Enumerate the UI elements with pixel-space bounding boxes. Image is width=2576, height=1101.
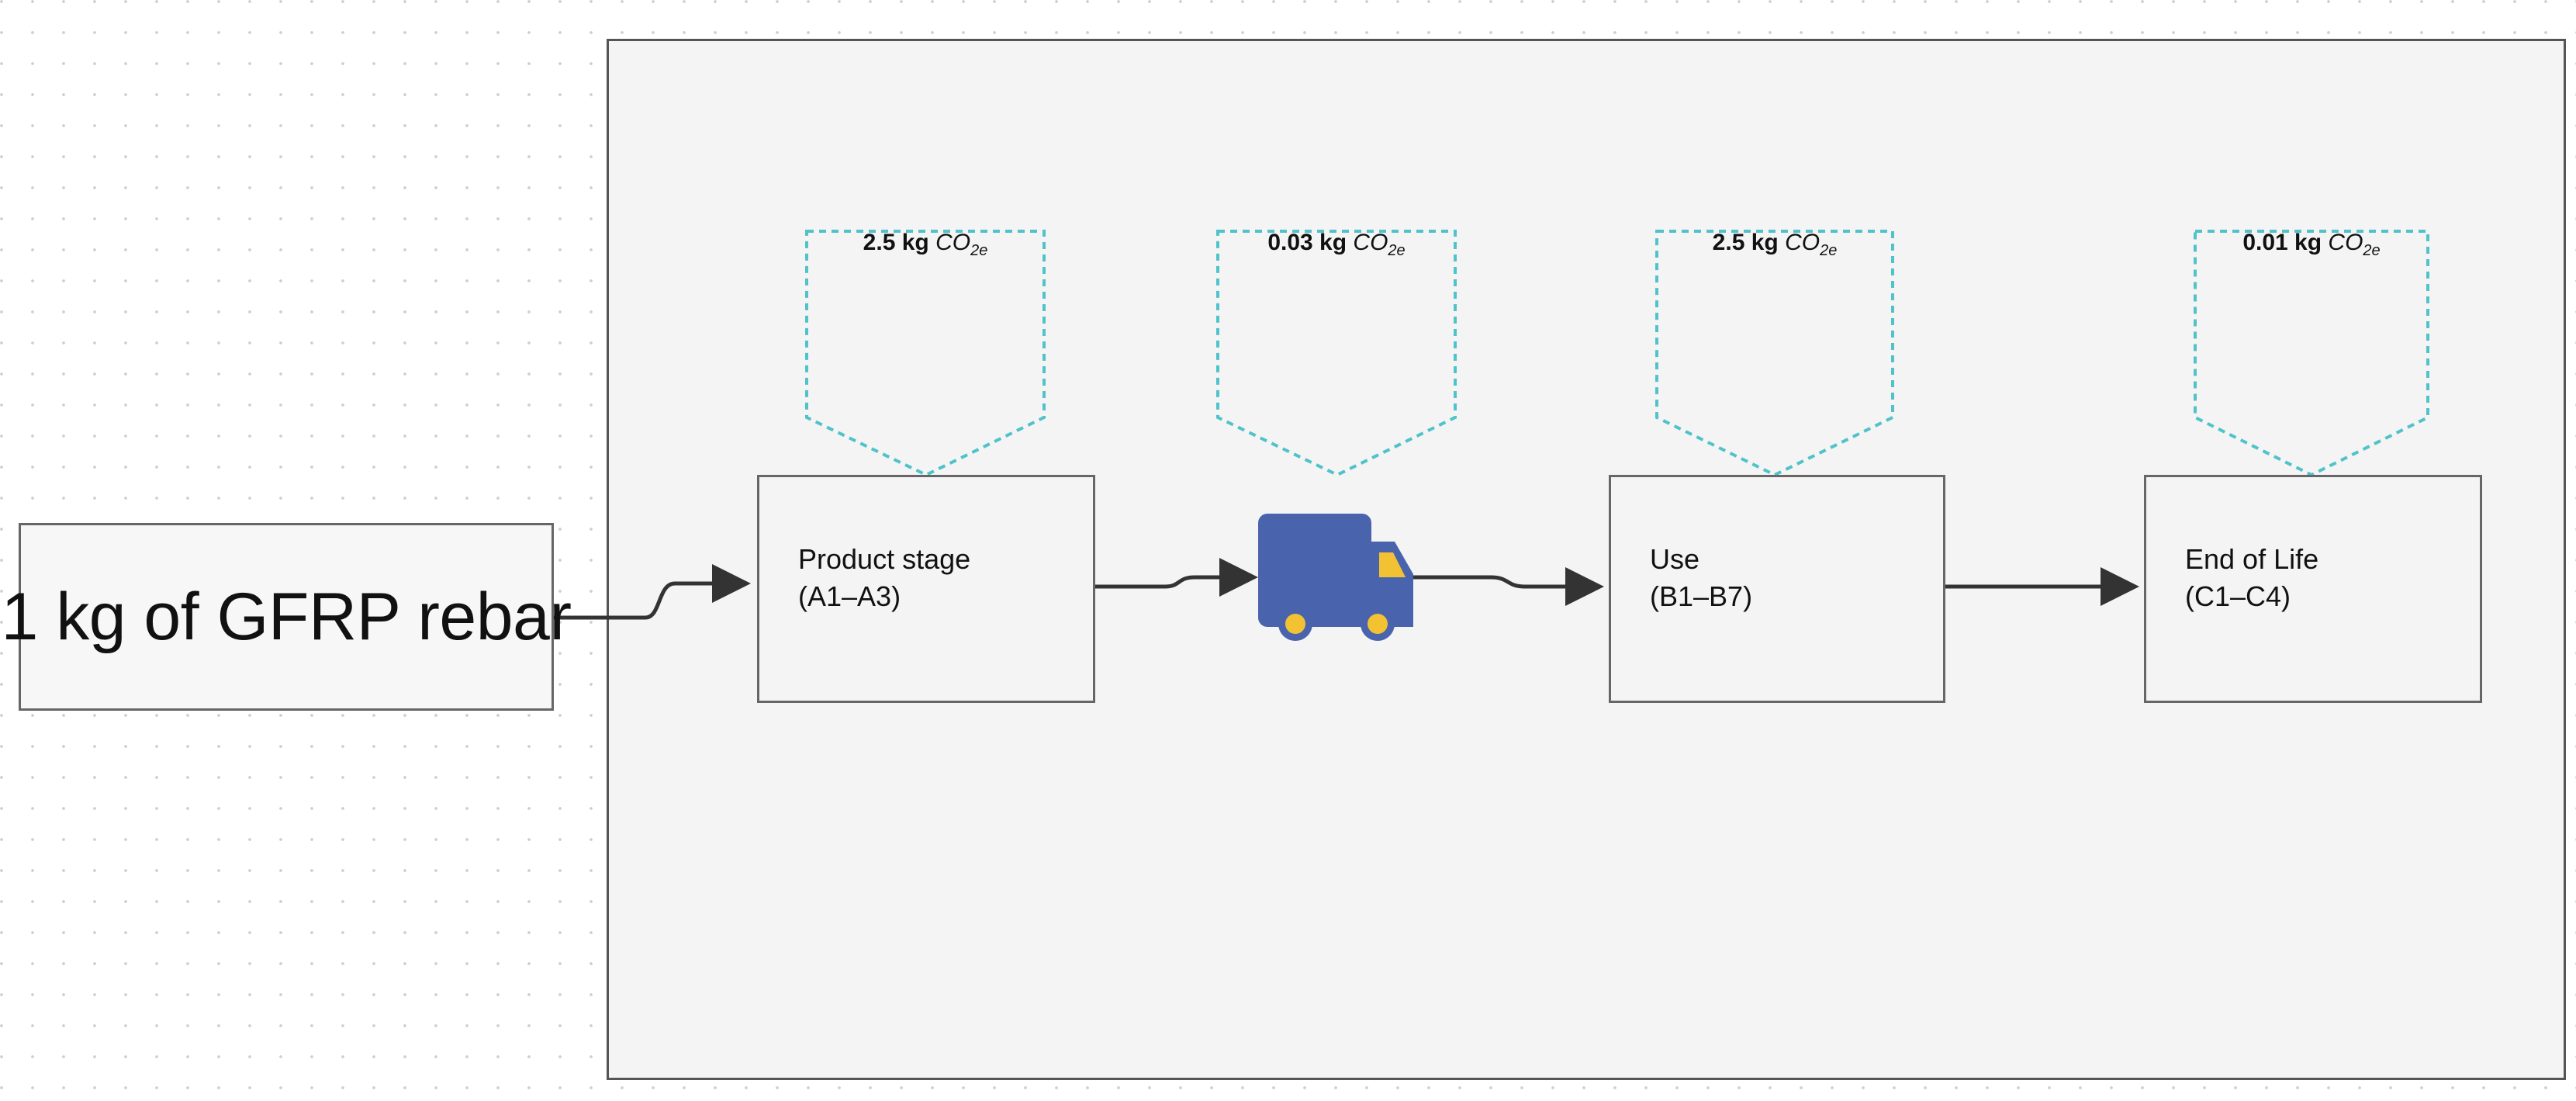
functional-unit-box: 1 kg of GFRP rebar	[1, 523, 572, 711]
emission-value-product: 2.5 kg	[863, 230, 929, 255]
emission-subscript-transport: 2e	[1388, 242, 1406, 259]
stage-title-product: Product stage	[798, 543, 971, 575]
emission-symbol-use: CO	[1785, 230, 1820, 255]
emission-symbol-transport: CO	[1353, 230, 1388, 255]
emission-subscript-use: 2e	[1820, 242, 1838, 259]
functional-unit-label: 1 kg of GFRP rebar	[1, 579, 572, 654]
stage-code-use: (B1–B7)	[1650, 580, 1753, 612]
stage-title-use: Use	[1650, 543, 1700, 575]
stage-title-end-of-life: End of Life	[2185, 543, 2319, 575]
emission-value-transport: 0.03 kg	[1267, 230, 1347, 255]
emission-subscript-product: 2e	[970, 242, 988, 259]
emission-value-use: 2.5 kg	[1712, 230, 1779, 255]
stage-box-end-of-life: End of Life (C1–C4)	[2144, 475, 2482, 703]
emission-subscript-end-of-life: 2e	[2363, 242, 2381, 259]
emission-symbol-end-of-life: CO	[2328, 230, 2363, 255]
stage-box-product: Product stage (A1–A3)	[757, 475, 1095, 703]
emission-label-transport: 0.03 kg CO2e	[1267, 230, 1405, 260]
emission-label-use: 2.5 kg CO2e	[1713, 230, 1838, 260]
emission-label-product: 2.5 kg CO2e	[863, 230, 988, 260]
stage-code-end-of-life: (C1–C4)	[2185, 580, 2291, 612]
stage-box-use: Use (B1–B7)	[1609, 475, 1945, 703]
emission-value-end-of-life: 0.01 kg	[2242, 230, 2322, 255]
stage-code-product: (A1–A3)	[798, 580, 901, 612]
emission-label-end-of-life: 0.01 kg CO2e	[2242, 230, 2380, 260]
emission-symbol-product: CO	[935, 230, 971, 255]
